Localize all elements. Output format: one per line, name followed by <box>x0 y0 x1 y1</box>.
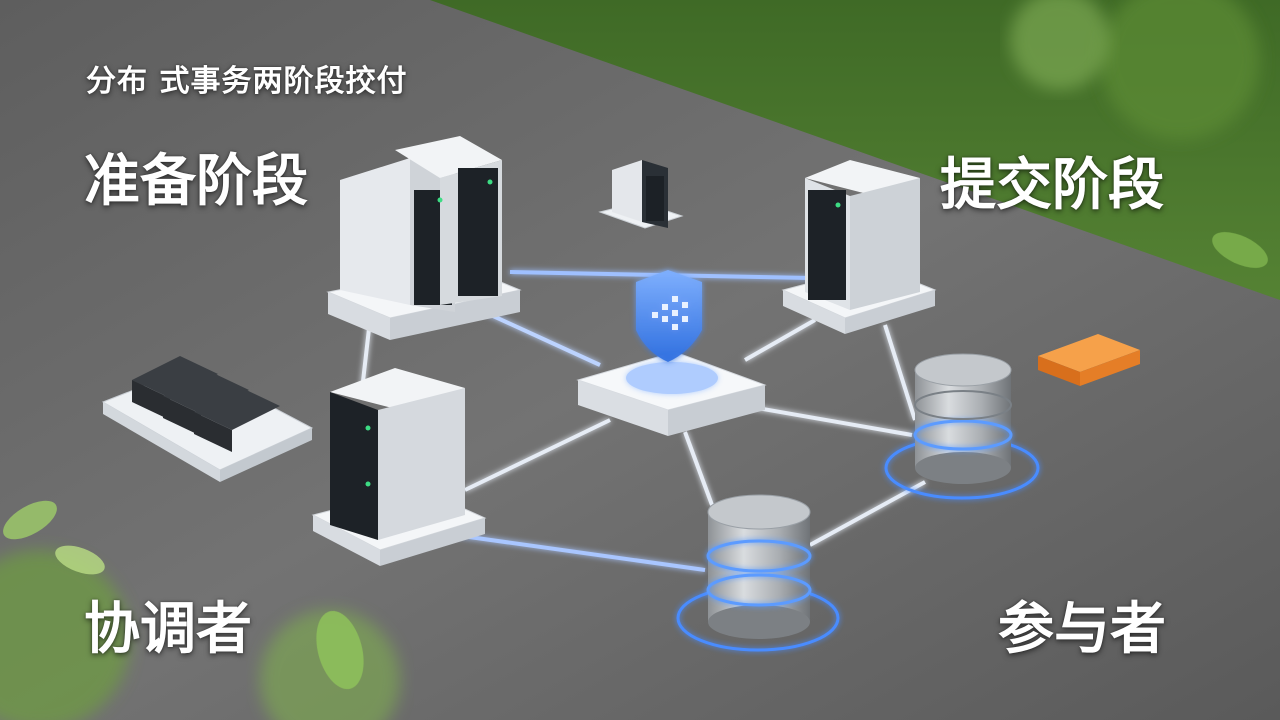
server-icon <box>326 136 522 340</box>
prepare-phase-label: 准备阶段 <box>84 149 308 214</box>
hub-icon <box>576 351 767 436</box>
shield-icon <box>636 270 702 362</box>
foreground-foliage <box>3 232 1268 690</box>
battery-pack-icon <box>101 356 314 482</box>
commit-phase-label: 提交阶段 <box>940 153 1164 218</box>
coordinator-label: 协调者 <box>84 597 252 662</box>
participant-label: 参与者 <box>998 597 1166 662</box>
accent-box <box>1038 334 1140 386</box>
database-icon <box>913 353 1013 484</box>
server-icon <box>311 368 487 566</box>
server-icon <box>781 160 937 334</box>
server-icon <box>598 160 684 229</box>
database-icon <box>706 494 812 639</box>
page-title: 分布 式事务两阶段挍付 <box>86 64 408 99</box>
